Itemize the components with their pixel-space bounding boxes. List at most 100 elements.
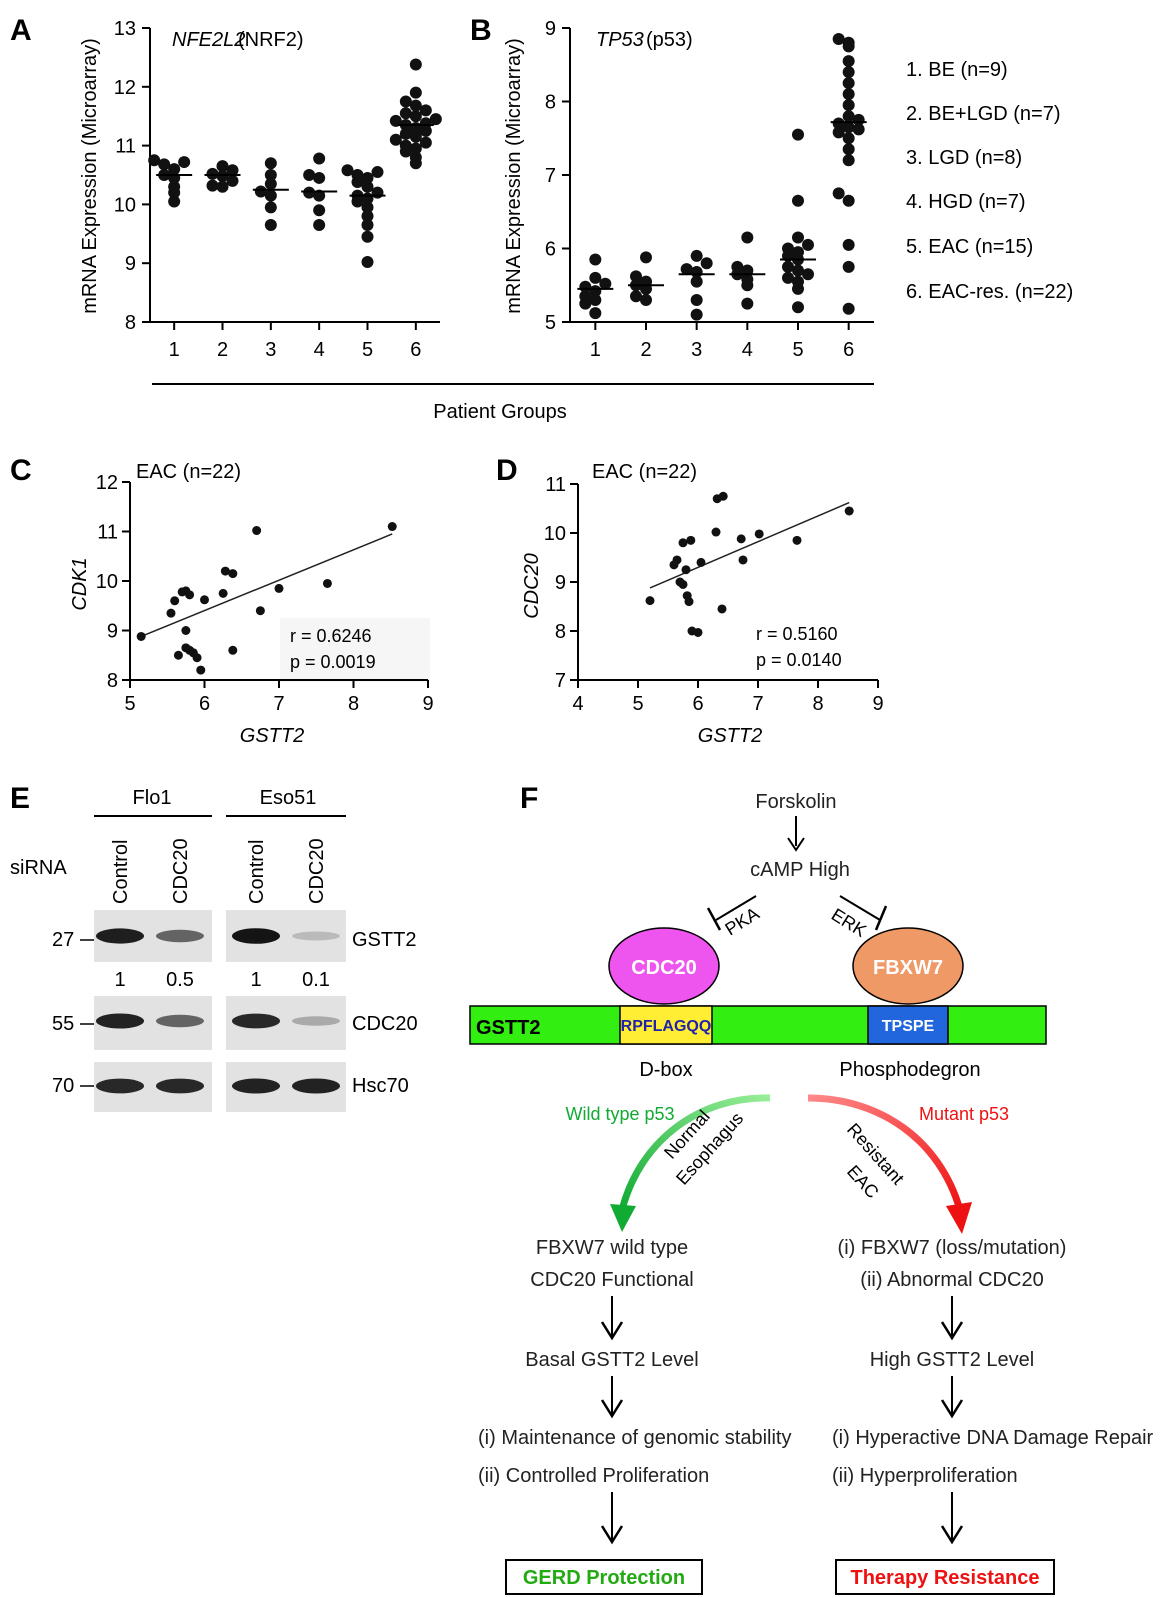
chart-a-title-gene: NFE2L2 [172, 29, 245, 51]
quant-value: 1 [114, 969, 125, 991]
chart-b-data-point [792, 128, 804, 141]
chart-a-x-tick-label: 1 [169, 339, 180, 361]
chart-a-data-point [264, 157, 277, 170]
chart-b-data-point [842, 132, 855, 145]
chart-c-data-point [136, 631, 146, 641]
chart-a-data-point [351, 169, 364, 181]
chart-a-y-tick-label: 11 [115, 136, 136, 158]
chart-c-data-point [228, 569, 238, 579]
chart-b-data-point [802, 238, 814, 251]
lane-label: CDC20 [170, 838, 192, 904]
chart-b-ylabel: mRNA Expression (Microarray) [503, 38, 525, 314]
chart-a-data-point [361, 218, 374, 231]
arrow-head [787, 837, 805, 852]
chart-d-data-point [718, 491, 728, 501]
blot-band [156, 1078, 204, 1094]
gstt2-bar [469, 1005, 1047, 1045]
chart-b-data-point [690, 275, 703, 288]
chart-b-data-point [640, 251, 652, 264]
chart-d-x-tick-label: 7 [752, 693, 763, 715]
blot-band [292, 1078, 340, 1094]
chart-c-data-point [166, 608, 176, 618]
chart-a-data-point [341, 164, 354, 177]
chart-a-data-point [226, 174, 239, 187]
chart-c-data-point [228, 645, 238, 655]
chart-d-data-point [792, 535, 802, 545]
chart-b-title-gene: TP53 [596, 29, 644, 51]
chart-d: EAC (n=22) GSTT2 CDC20 r = 0.5160 p = 0.… [521, 461, 884, 747]
chart-c-data-point [181, 626, 191, 635]
chart-a-data-point [409, 86, 422, 99]
legend-item: 3. LGD (n=8) [906, 147, 1022, 169]
chart-b-data-point [842, 36, 855, 49]
chart-b-data-point [842, 66, 855, 79]
panel-label-f: F [520, 782, 538, 815]
chart-a-data-point [168, 195, 181, 208]
therapy-resistance-box [835, 1559, 1055, 1595]
chart-b-data-point [690, 308, 703, 321]
chart-d-y-tick-label: 7 [555, 670, 566, 692]
chart-b-data-point [842, 121, 855, 134]
panel-label-b: B [470, 14, 492, 47]
chart-b-data-point [741, 297, 754, 310]
chart-b-data-point [579, 290, 592, 303]
gerd-protection-box [505, 1559, 703, 1595]
panel-label-e: E [10, 782, 30, 815]
chart-a-data-point [399, 95, 412, 108]
chart-a-data-point [264, 189, 277, 202]
chart-d-data-point [645, 596, 655, 606]
mutant-p53-label: Mutant p53 [919, 1104, 1009, 1124]
chart-c-r: r = 0.6246 [290, 626, 372, 646]
chart-b-data-point [792, 246, 804, 259]
chart-b-data-point [630, 290, 642, 303]
chart-d-data-point [754, 529, 764, 539]
panel-label-a: A [10, 14, 32, 47]
chart-b-data-point [802, 268, 814, 281]
chart-a-data-point [361, 230, 374, 243]
blot-band [232, 928, 280, 944]
blot-band [292, 931, 340, 941]
chart-d-data-point [696, 557, 706, 567]
chart-a-data-point [264, 218, 277, 231]
left-step-2: CDC20 Functional [530, 1269, 693, 1291]
chart-b-data-point [640, 293, 652, 306]
chart-b-data-point [589, 307, 602, 320]
chart-c-y-tick-label: 10 [96, 571, 118, 593]
pka-bar [706, 907, 722, 931]
chart-b-data-point [589, 271, 602, 284]
chart-d-data-point [686, 535, 696, 545]
left-step-1: FBXW7 wild type [536, 1237, 688, 1259]
chart-d-x-tick-label: 5 [632, 693, 643, 715]
chart-d-x-tick-label: 6 [692, 693, 703, 715]
chart-b-data-point [842, 143, 855, 156]
chart-a-data-point [148, 154, 161, 167]
chart-a-data-point [409, 99, 422, 112]
chart-a-data-point [399, 127, 412, 140]
arrow-head [610, 1204, 636, 1232]
protein-label: Hsc70 [352, 1075, 409, 1097]
chart-a-x-tick-label: 6 [410, 339, 421, 361]
chart-a-data-point [303, 169, 316, 181]
legend-item: 5. EAC (n=15) [906, 236, 1033, 258]
legend-item: 1. BE (n=9) [906, 59, 1008, 81]
chart-a-data-point [264, 169, 277, 181]
chart-a-data-point [206, 179, 219, 192]
left-step-3: Basal GSTT2 Level [525, 1349, 698, 1371]
chart-c-y-tick-label: 9 [107, 621, 118, 643]
chart-a-data-point [168, 180, 181, 193]
chart-a-data-point [419, 136, 432, 149]
chart-b-y-tick-label: 7 [545, 165, 556, 187]
chart-d-data-point [678, 579, 688, 589]
chart-b-data-point [792, 194, 804, 207]
chart-d-p: p = 0.0140 [756, 650, 842, 670]
chart-b-data-point [589, 293, 602, 306]
chart-c-data-point [185, 590, 195, 600]
chart-b-x-tick-label: 4 [742, 339, 753, 361]
chart-a-data-point [409, 142, 422, 155]
western-blot: Flo1 Eso51 siRNA Control CDC20 Control C… [10, 787, 418, 1112]
gstt2-bar-label: GSTT2 [476, 1017, 540, 1039]
panel-label-c: C [10, 454, 32, 487]
lane-label: Control [110, 840, 132, 904]
chart-b-data-point [589, 253, 602, 266]
chart-b-x-tick-label: 5 [792, 339, 803, 361]
